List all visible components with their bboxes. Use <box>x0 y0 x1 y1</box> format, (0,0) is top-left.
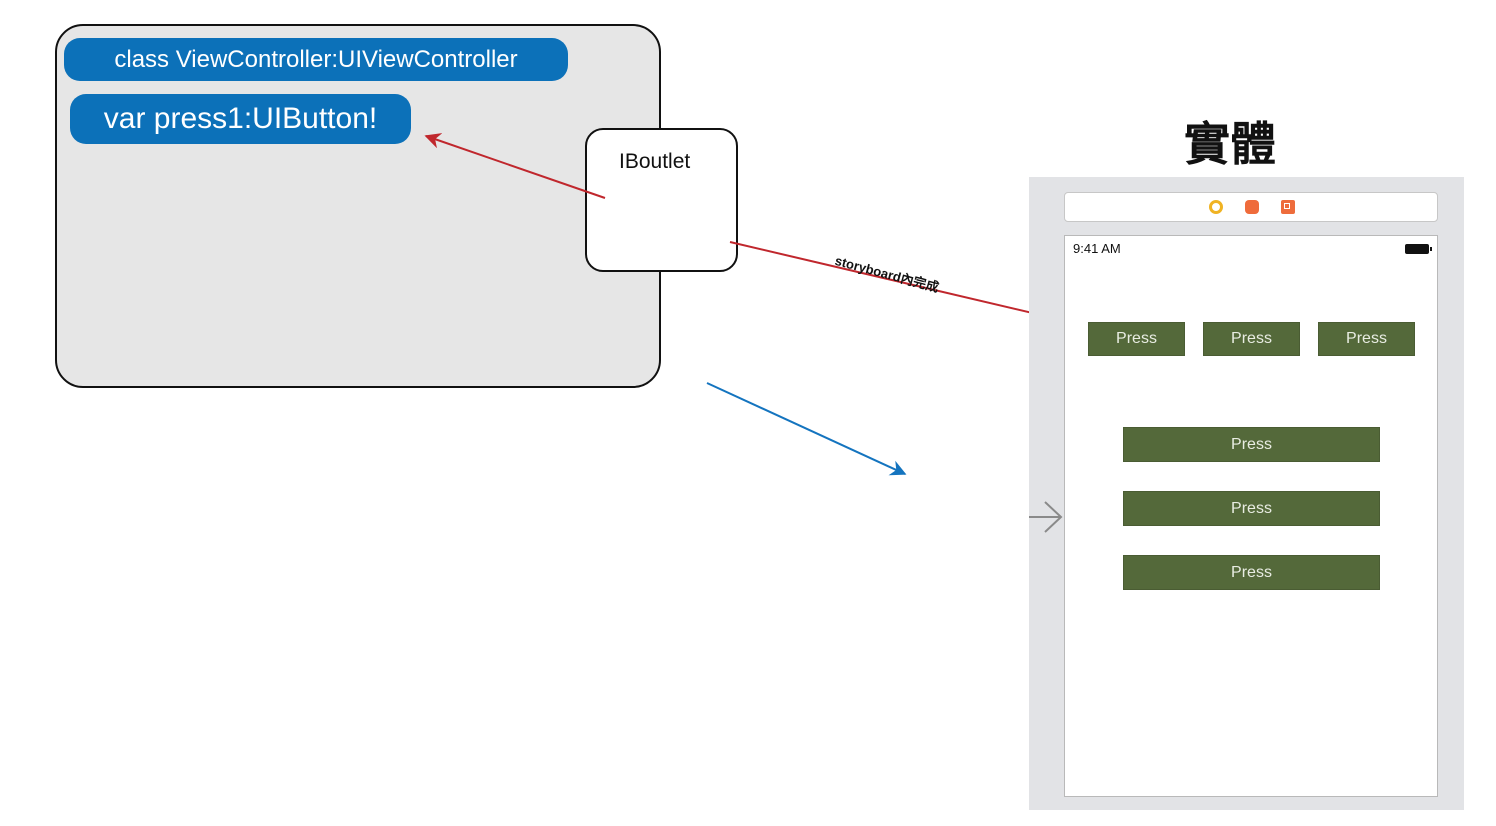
first-responder-icon[interactable] <box>1245 200 1259 214</box>
exit-icon[interactable] <box>1281 200 1295 214</box>
class-declaration-text: class ViewController:UIViewController <box>114 45 518 73</box>
press-button-label: Press <box>1231 435 1272 453</box>
press-button-top-3[interactable]: Press <box>1318 322 1415 356</box>
press-button-label: Press <box>1346 330 1387 347</box>
property-declaration-text: var press1:UIButton! <box>103 102 378 135</box>
outlet-box: IBoutlet <box>585 128 738 272</box>
press-button-label: Press <box>1231 499 1272 517</box>
outlet-label: IBoutlet <box>619 150 691 173</box>
press-button-wide-3[interactable]: Press <box>1123 555 1380 590</box>
device-view: 9:41 AM Press Press Press Press Press Pr… <box>1064 235 1438 797</box>
scene-dock <box>1064 192 1438 222</box>
class-panel <box>55 24 661 388</box>
view-controller-icon[interactable] <box>1209 200 1223 214</box>
storyboard-scene: 9:41 AM Press Press Press Press Press Pr… <box>1029 177 1464 810</box>
press-button-label: Press <box>1231 563 1272 581</box>
press-button-top-2[interactable]: Press <box>1203 322 1300 356</box>
entity-title: 實體 <box>1184 117 1276 171</box>
press-button-wide-2[interactable]: Press <box>1123 491 1380 526</box>
class-declaration-pill: class ViewController:UIViewController <box>64 38 568 81</box>
press-button-top-1[interactable]: Press <box>1088 322 1185 356</box>
press-button-label: Press <box>1231 330 1272 347</box>
status-time: 9:41 AM <box>1073 241 1121 256</box>
connection-label: storyboard內完成 <box>833 252 941 296</box>
battery-icon <box>1405 244 1432 254</box>
blue-arrow <box>706 382 907 476</box>
press-button-wide-1[interactable]: Press <box>1123 427 1380 462</box>
press-button-label: Press <box>1116 330 1157 347</box>
property-declaration-pill: var press1:UIButton! <box>70 94 411 144</box>
entry-point-arrow-icon <box>1029 501 1063 533</box>
